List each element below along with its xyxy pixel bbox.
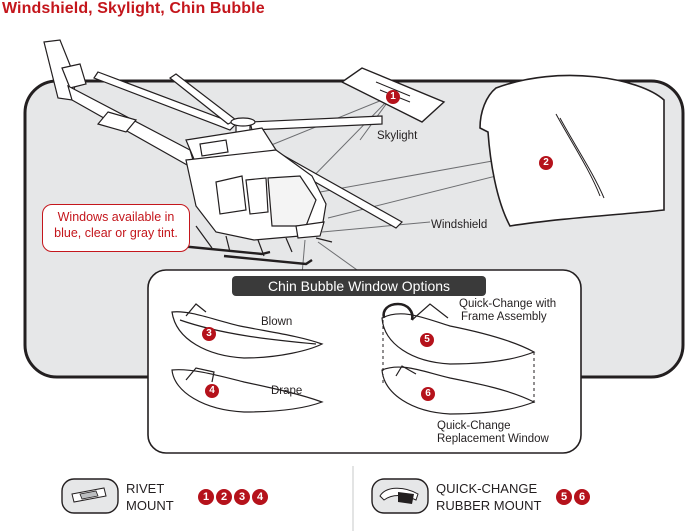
- dashed-guides: [382, 320, 535, 404]
- quick-change-number-6: 6: [574, 489, 590, 505]
- badge-skylight: 1: [386, 90, 400, 104]
- helicopter-illustration: [43, 39, 403, 266]
- rivet-number-3: 3: [234, 489, 250, 505]
- chin-bubble-options-title: Chin Bubble Window Options: [232, 276, 486, 296]
- chin-bubble-blown: [171, 303, 324, 359]
- tint-options-callout: Windows available in blue, clear or gray…: [42, 204, 190, 252]
- windshield-label: Windshield: [431, 219, 488, 231]
- skylight-label: Skylight: [377, 130, 418, 142]
- rivet-mount-label: RIVET MOUNT: [126, 480, 174, 514]
- quick-change-frame-label-2: Frame Assembly: [461, 311, 547, 323]
- rivet-number-4: 4: [252, 489, 268, 505]
- rivet-number-1: 1: [198, 489, 214, 505]
- blown-label: Blown: [261, 316, 293, 328]
- badge-blown: 3: [202, 327, 216, 341]
- quick-change-mount-line-1: QUICK-CHANGE: [436, 481, 538, 496]
- rivet-mount-line-2: MOUNT: [126, 498, 174, 513]
- page-title: Windshield, Skylight, Chin Bubble: [2, 0, 265, 17]
- replacement-window-label-1: Quick-Change: [437, 420, 511, 432]
- quick-change-mount-icon: [371, 478, 429, 514]
- callout-line-1: Windows available in: [57, 210, 175, 224]
- replacement-window-label-2: Replacement Window: [437, 433, 549, 445]
- badge-drape: 4: [205, 384, 219, 398]
- rivet-mount-line-1: RIVET: [126, 481, 165, 496]
- windshield-part: [479, 74, 665, 227]
- quick-change-frame-label-1: Quick-Change with: [459, 298, 557, 310]
- badge-replacement-window: 6: [421, 387, 435, 401]
- drape-label: Drape: [271, 385, 303, 397]
- callout-line-2: blue, clear or gray tint.: [54, 226, 178, 240]
- rivet-number-2: 2: [216, 489, 232, 505]
- quick-change-mount-label: QUICK-CHANGE RUBBER MOUNT: [436, 480, 541, 514]
- quick-change-number-5: 5: [556, 489, 572, 505]
- rivet-mount-icon: [61, 478, 119, 514]
- quick-change-mount-line-2: RUBBER MOUNT: [436, 498, 542, 513]
- quick-change-mount-numbers: 5 6: [556, 489, 590, 505]
- badge-quick-change-frame: 5: [420, 333, 434, 347]
- badge-windshield: 2: [539, 156, 553, 170]
- rivet-mount-numbers: 1 2 3 4: [198, 489, 268, 505]
- chin-bubble-drape: [171, 367, 324, 413]
